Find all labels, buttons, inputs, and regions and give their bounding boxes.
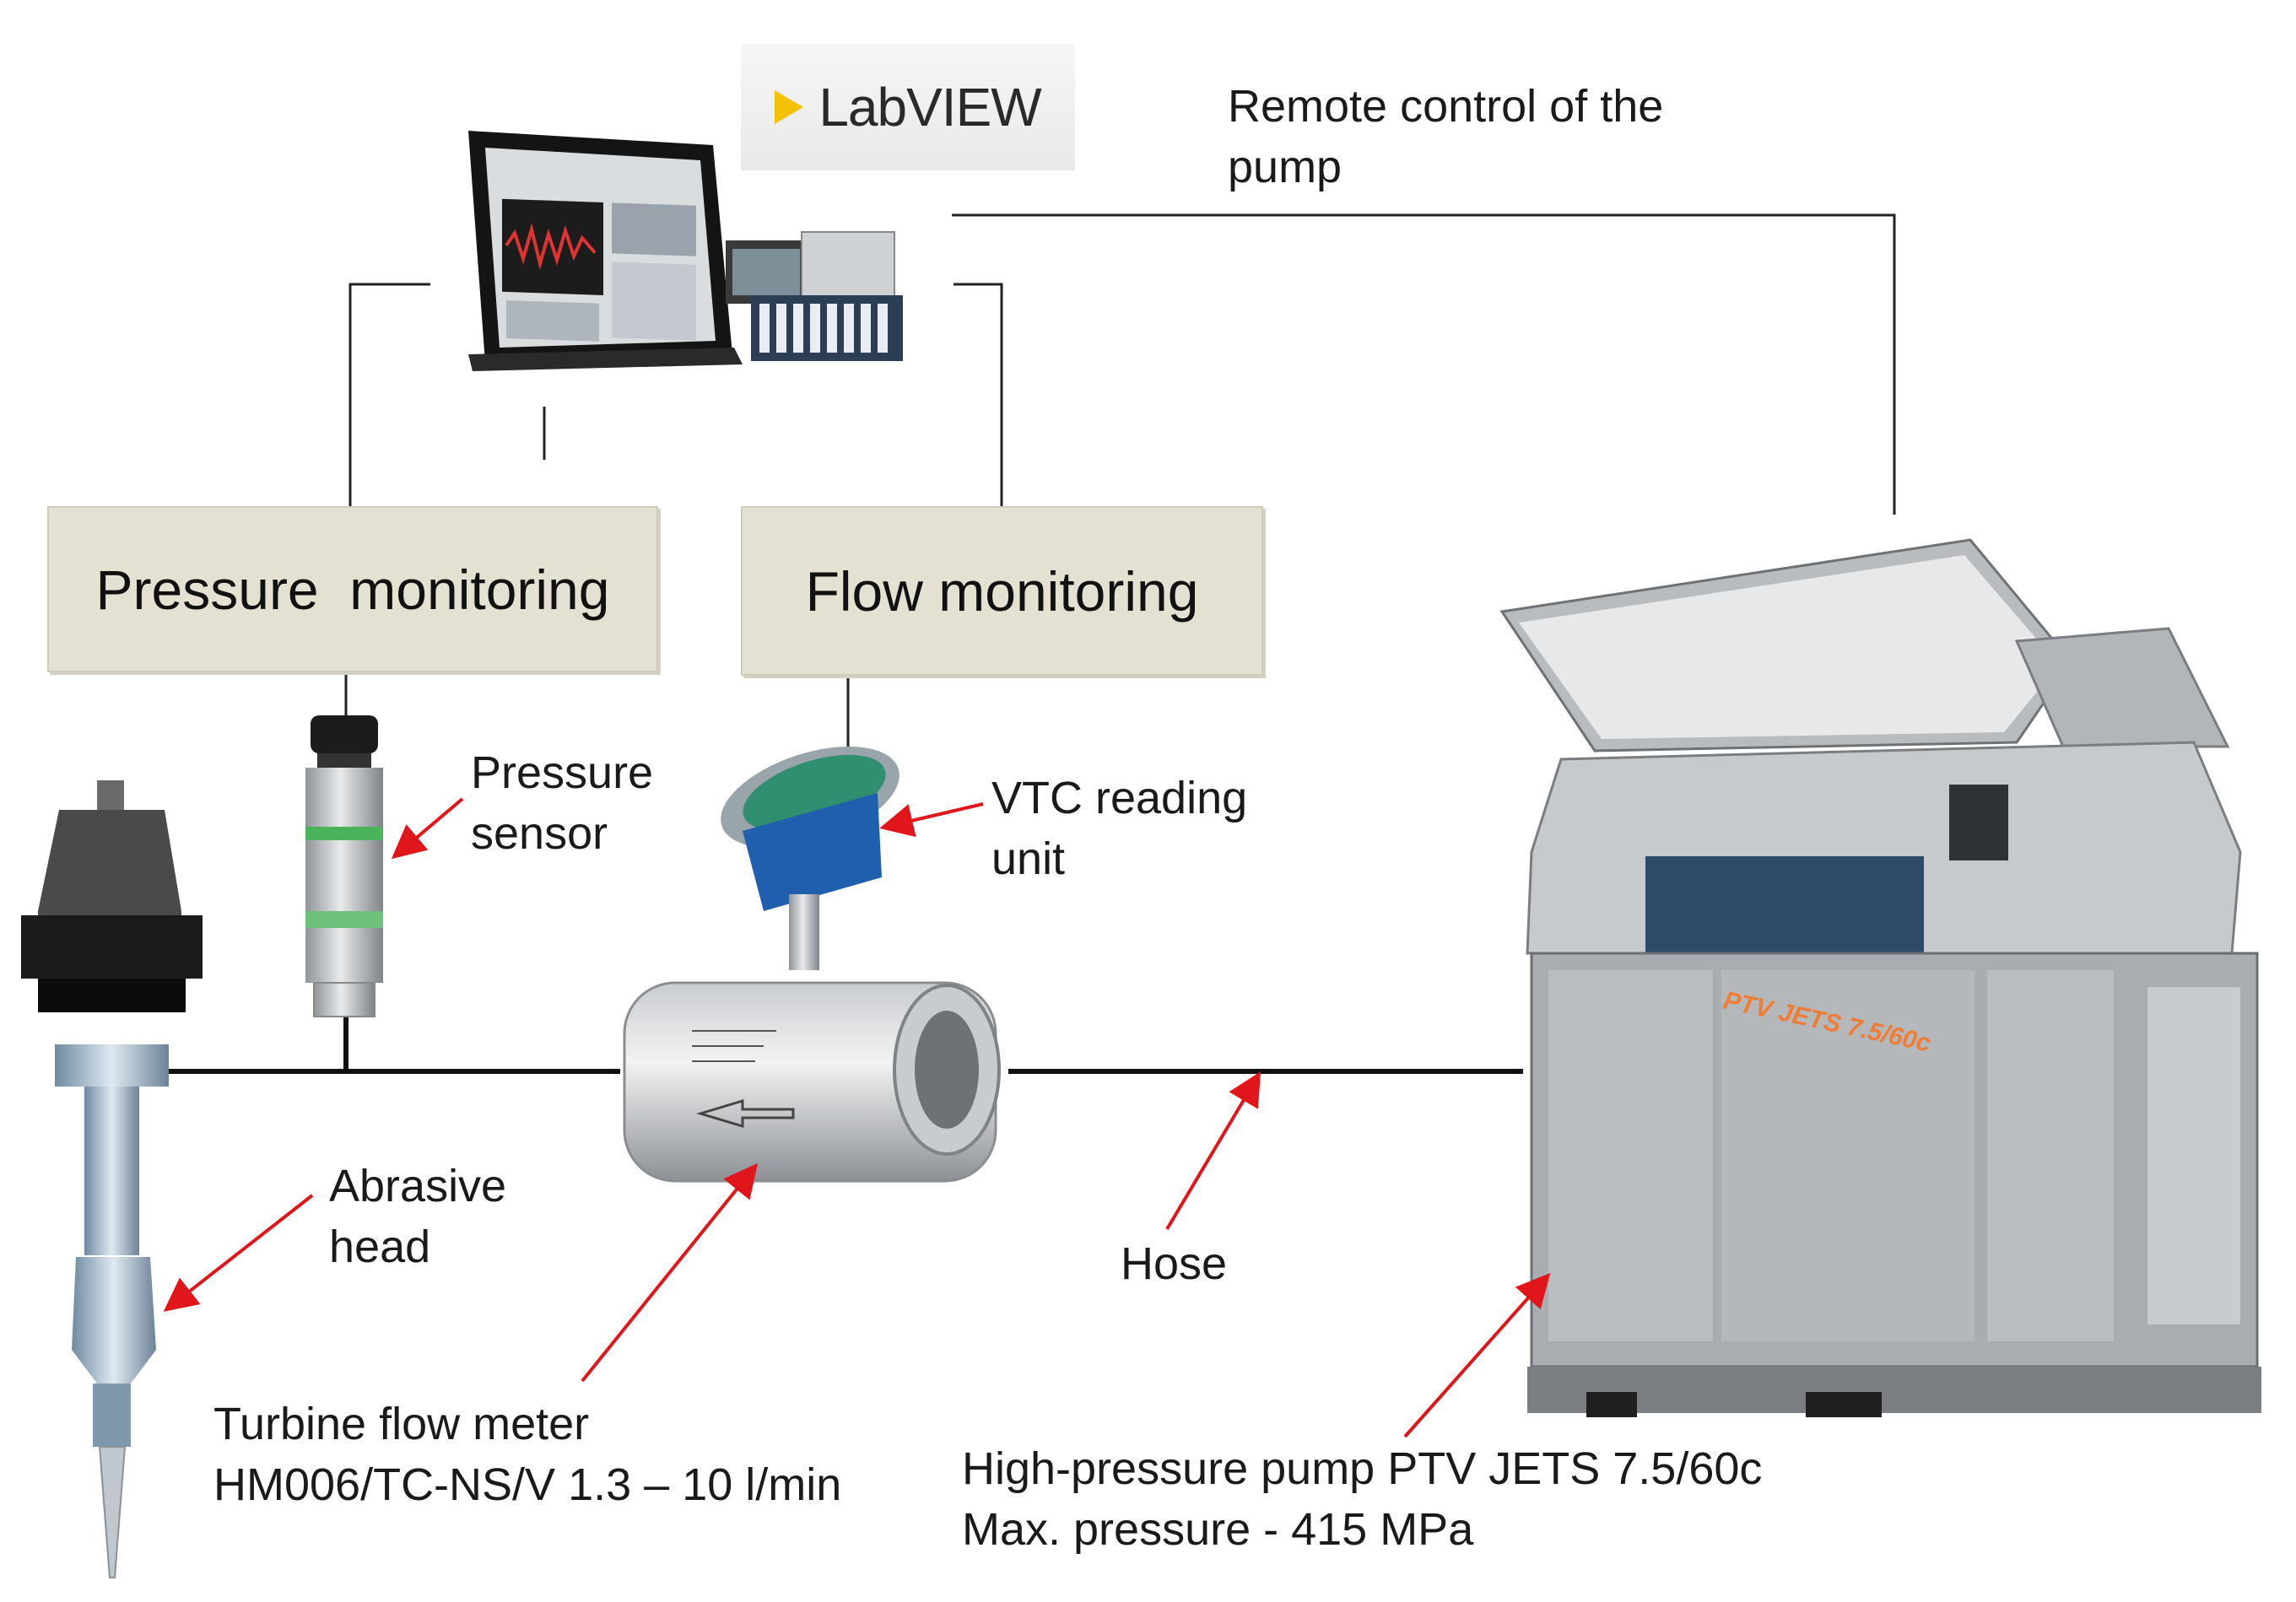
hydraulic-lines <box>160 1017 1523 1074</box>
pump-line-2: Max. pressure - 415 MPa <box>962 1504 1474 1555</box>
arrow-pump <box>1403 1273 1551 1438</box>
flow-monitoring-box: Flow monitoring <box>741 506 1263 676</box>
annotation-arrows <box>163 797 1551 1438</box>
labview-logo-text: LabVIEW <box>818 77 1041 138</box>
arrow-vtc-reading-unit <box>879 802 984 838</box>
high-pressure-pump-illustration <box>1499 538 2261 1417</box>
labview-logo: LabVIEW <box>741 44 1075 170</box>
pump-label: High-pressure pump PTV JETS 7.5/60c Max.… <box>962 1438 1762 1560</box>
pc-monitor-illustration <box>468 131 903 371</box>
turbine-flow-meter-line-2: HM006/TC-NS/V 1.3 – 10 l/min <box>213 1459 842 1510</box>
pressure-monitoring-label: Pressure monitoring <box>95 558 610 621</box>
remote-control-label: Remote control of the pump <box>1228 76 1663 197</box>
remote-control-line-1: Remote control of the <box>1228 81 1664 132</box>
pressure-sensor-line-2: sensor <box>471 808 608 859</box>
pressure-sensor-line-1: Pressure <box>471 747 654 798</box>
labview-mark-icon <box>775 90 804 124</box>
abrasive-head-line-2: head <box>329 1222 431 1272</box>
hose-label: Hose <box>1121 1238 1228 1289</box>
abrasive-head-illustration <box>21 780 203 1578</box>
remote-control-line-2: pump <box>1228 142 1342 192</box>
vtc-reading-unit-line-1: VTC reading <box>991 773 1248 823</box>
pressure-sensor-illustration <box>305 715 383 1017</box>
vtc-reading-unit-illustration <box>721 746 899 970</box>
arrow-pressure-sensor <box>391 797 464 860</box>
abrasive-head-line-1: Abrasive <box>329 1161 507 1211</box>
signal-lines <box>344 213 1896 785</box>
vtc-reading-unit-line-2: unit <box>991 833 1066 884</box>
turbine-flow-meter-line-1: Turbine flow meter <box>213 1399 590 1449</box>
line-remote-control-to-pump <box>952 213 1896 515</box>
arrow-turbine-flow-meter <box>581 1162 759 1383</box>
flow-monitoring-label: Flow monitoring <box>805 559 1199 623</box>
arrow-hose <box>1165 1071 1261 1231</box>
line-pc-to-pressure-box <box>348 283 430 506</box>
pressure-sensor-label: Pressure sensor <box>471 742 653 864</box>
vtc-reading-unit-label: VTC reading unit <box>991 768 1247 889</box>
pressure-monitoring-box: Pressure monitoring <box>47 506 658 672</box>
pump-line-1: High-pressure pump PTV JETS 7.5/60c <box>962 1443 1763 1494</box>
turbine-flow-meter-label: Turbine flow meter HM006/TC-NS/V 1.3 – 1… <box>213 1394 841 1515</box>
abrasive-head-label: Abrasive head <box>329 1156 506 1277</box>
line-pc-to-flow-box <box>954 283 1003 506</box>
arrow-abrasive-head <box>163 1194 314 1312</box>
turbine-flow-meter-illustration <box>623 981 1001 1183</box>
